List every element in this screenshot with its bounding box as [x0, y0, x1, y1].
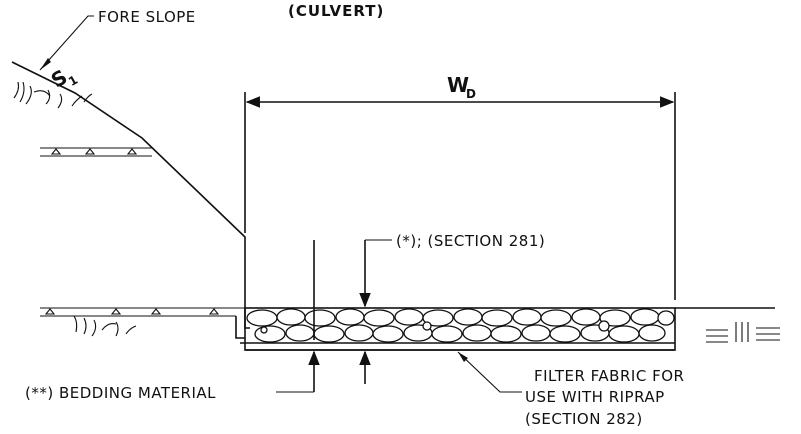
filter-fabric-line-1: FILTER FABRIC FOR — [534, 367, 684, 385]
riprap-rocks-row-1 — [246, 308, 675, 327]
riprap-note-label: (*); (SECTION 281) — [396, 232, 545, 250]
riprap-layer — [235, 307, 676, 351]
filter-fabric-callout: FILTER FABRIC FOR USE WITH RIPRAP (SECTI… — [457, 351, 684, 428]
filter-fabric-line-3: (SECTION 282) — [525, 410, 643, 428]
earth-hatch-lower-left — [73, 315, 137, 337]
riprap-rocks-row-2 — [254, 320, 666, 343]
slope-symbol: S 1 — [47, 65, 80, 93]
fore-slope-callout: FORE SLOPE — [39, 8, 196, 71]
earth-hatch-upper — [13, 81, 93, 109]
earth-hatch-right — [706, 322, 780, 343]
upper-fill-strip — [40, 147, 152, 157]
bedding-step — [235, 316, 245, 339]
width-subscript: D — [466, 87, 476, 101]
width-symbol: W — [447, 73, 469, 97]
width-dimension: W D — [244, 73, 676, 300]
fore-slope-arrowhead — [40, 58, 51, 70]
ground-surface-left — [40, 307, 245, 317]
riprap-thickness-callout: (*); (SECTION 281) — [359, 232, 545, 384]
filter-fabric-line-2: USE WITH RIPRAP — [525, 388, 665, 406]
bedding-callout: (**) BEDDING MATERIAL — [25, 240, 320, 402]
bedding-label: (**) BEDDING MATERIAL — [25, 384, 216, 402]
filter-fabric-arrowhead — [458, 352, 468, 362]
filter-fabric-leader — [457, 351, 522, 393]
fore-slope-line — [11, 61, 250, 329]
fore-slope-leader — [39, 15, 94, 71]
diagram-title: (CULVERT) — [288, 2, 384, 20]
fore-slope-label: FORE SLOPE — [98, 8, 196, 26]
